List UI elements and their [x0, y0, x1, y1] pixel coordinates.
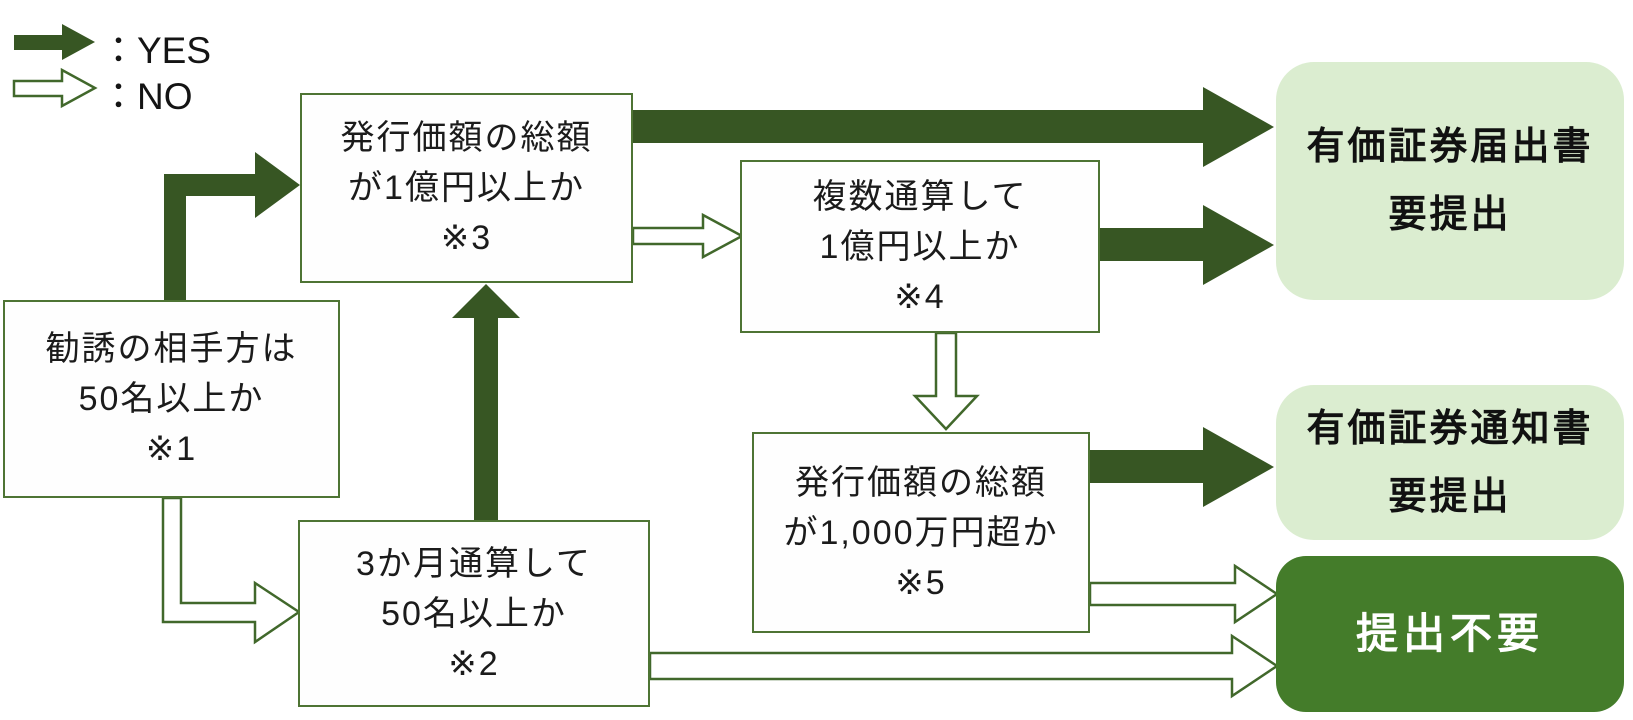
node-q2-line-2: 50名以上か — [381, 594, 567, 633]
node-q4-line-3: ※4 — [894, 277, 946, 316]
node-q4-aggregate-100m-or-more: 複数通算して 1億円以上か ※4 — [740, 160, 1100, 333]
node-q1-line-2: 50名以上か — [78, 380, 265, 418]
legend-no-label: ：NO — [100, 76, 193, 117]
node-q5-line-1: 発行価額の総額 — [795, 463, 1047, 502]
node-q1-line-1: 勧誘の相手方は — [45, 330, 298, 368]
node-q4-line-2: 1億円以上か — [819, 227, 1021, 266]
arrow-q5-to-fuyo-no — [1088, 563, 1280, 625]
arrow-q4-to-todokede-yes — [1100, 205, 1274, 285]
arrow-q1-to-q2-no — [161, 496, 302, 645]
node-q2-line-3: ※2 — [448, 644, 500, 683]
node-q1-line-3: ※1 — [145, 430, 198, 468]
result-no-filing-required: 提出不要 — [1276, 556, 1624, 712]
result-todokede-line-1: 有価証券届出書 — [1306, 126, 1594, 168]
arrow-q4-to-q5-no — [912, 331, 980, 431]
node-q3-line-2: が1億円以上か — [348, 169, 585, 207]
arrow-q5-to-tsuchi-yes — [1090, 427, 1274, 507]
node-q5-line-3: ※5 — [895, 563, 947, 602]
arrow-q2-to-q3-yes — [452, 284, 520, 520]
legend-yes-arrow-icon — [14, 24, 95, 60]
node-q2-line-1: 3か月通算して — [356, 544, 592, 583]
node-q5-line-2: が1,000万円超か — [783, 513, 1059, 552]
legend-yes-label: ：YES — [100, 30, 212, 71]
arrow-q3-to-q4-no — [631, 212, 745, 260]
result-fuyo-line-1: 提出不要 — [1355, 610, 1544, 657]
result-securities-notification-required: 有価証券通知書 要提出 — [1276, 385, 1624, 540]
arrow-q3-to-todokede-yes — [633, 87, 1274, 167]
node-q3-total-issue-100m-or-more: 発行価額の総額 が1億円以上か ※3 — [300, 93, 633, 283]
legend-no-arrow-icon — [12, 67, 98, 109]
result-tsuchi-line-2: 要提出 — [1388, 475, 1512, 518]
arrow-q1-to-q3-yes — [164, 152, 300, 300]
result-todokede-line-2: 要提出 — [1388, 194, 1512, 236]
node-q3-line-1: 発行価額の総額 — [340, 119, 593, 157]
node-q3-line-3: ※3 — [440, 219, 493, 257]
node-q2-3months-50-or-more: 3か月通算して 50名以上か ※2 — [298, 520, 650, 707]
result-tsuchi-line-1: 有価証券通知書 — [1306, 407, 1594, 450]
result-securities-registration-statement-required: 有価証券届出書 要提出 — [1276, 62, 1624, 300]
node-q1-solicitation-50-or-more: 勧誘の相手方は 50名以上か ※1 — [3, 300, 340, 498]
node-q4-line-1: 複数通算して — [812, 177, 1028, 216]
node-q5-total-over-10m: 発行価額の総額 が1,000万円超か ※5 — [752, 432, 1090, 633]
arrow-q2-to-fuyo-no — [648, 633, 1280, 699]
